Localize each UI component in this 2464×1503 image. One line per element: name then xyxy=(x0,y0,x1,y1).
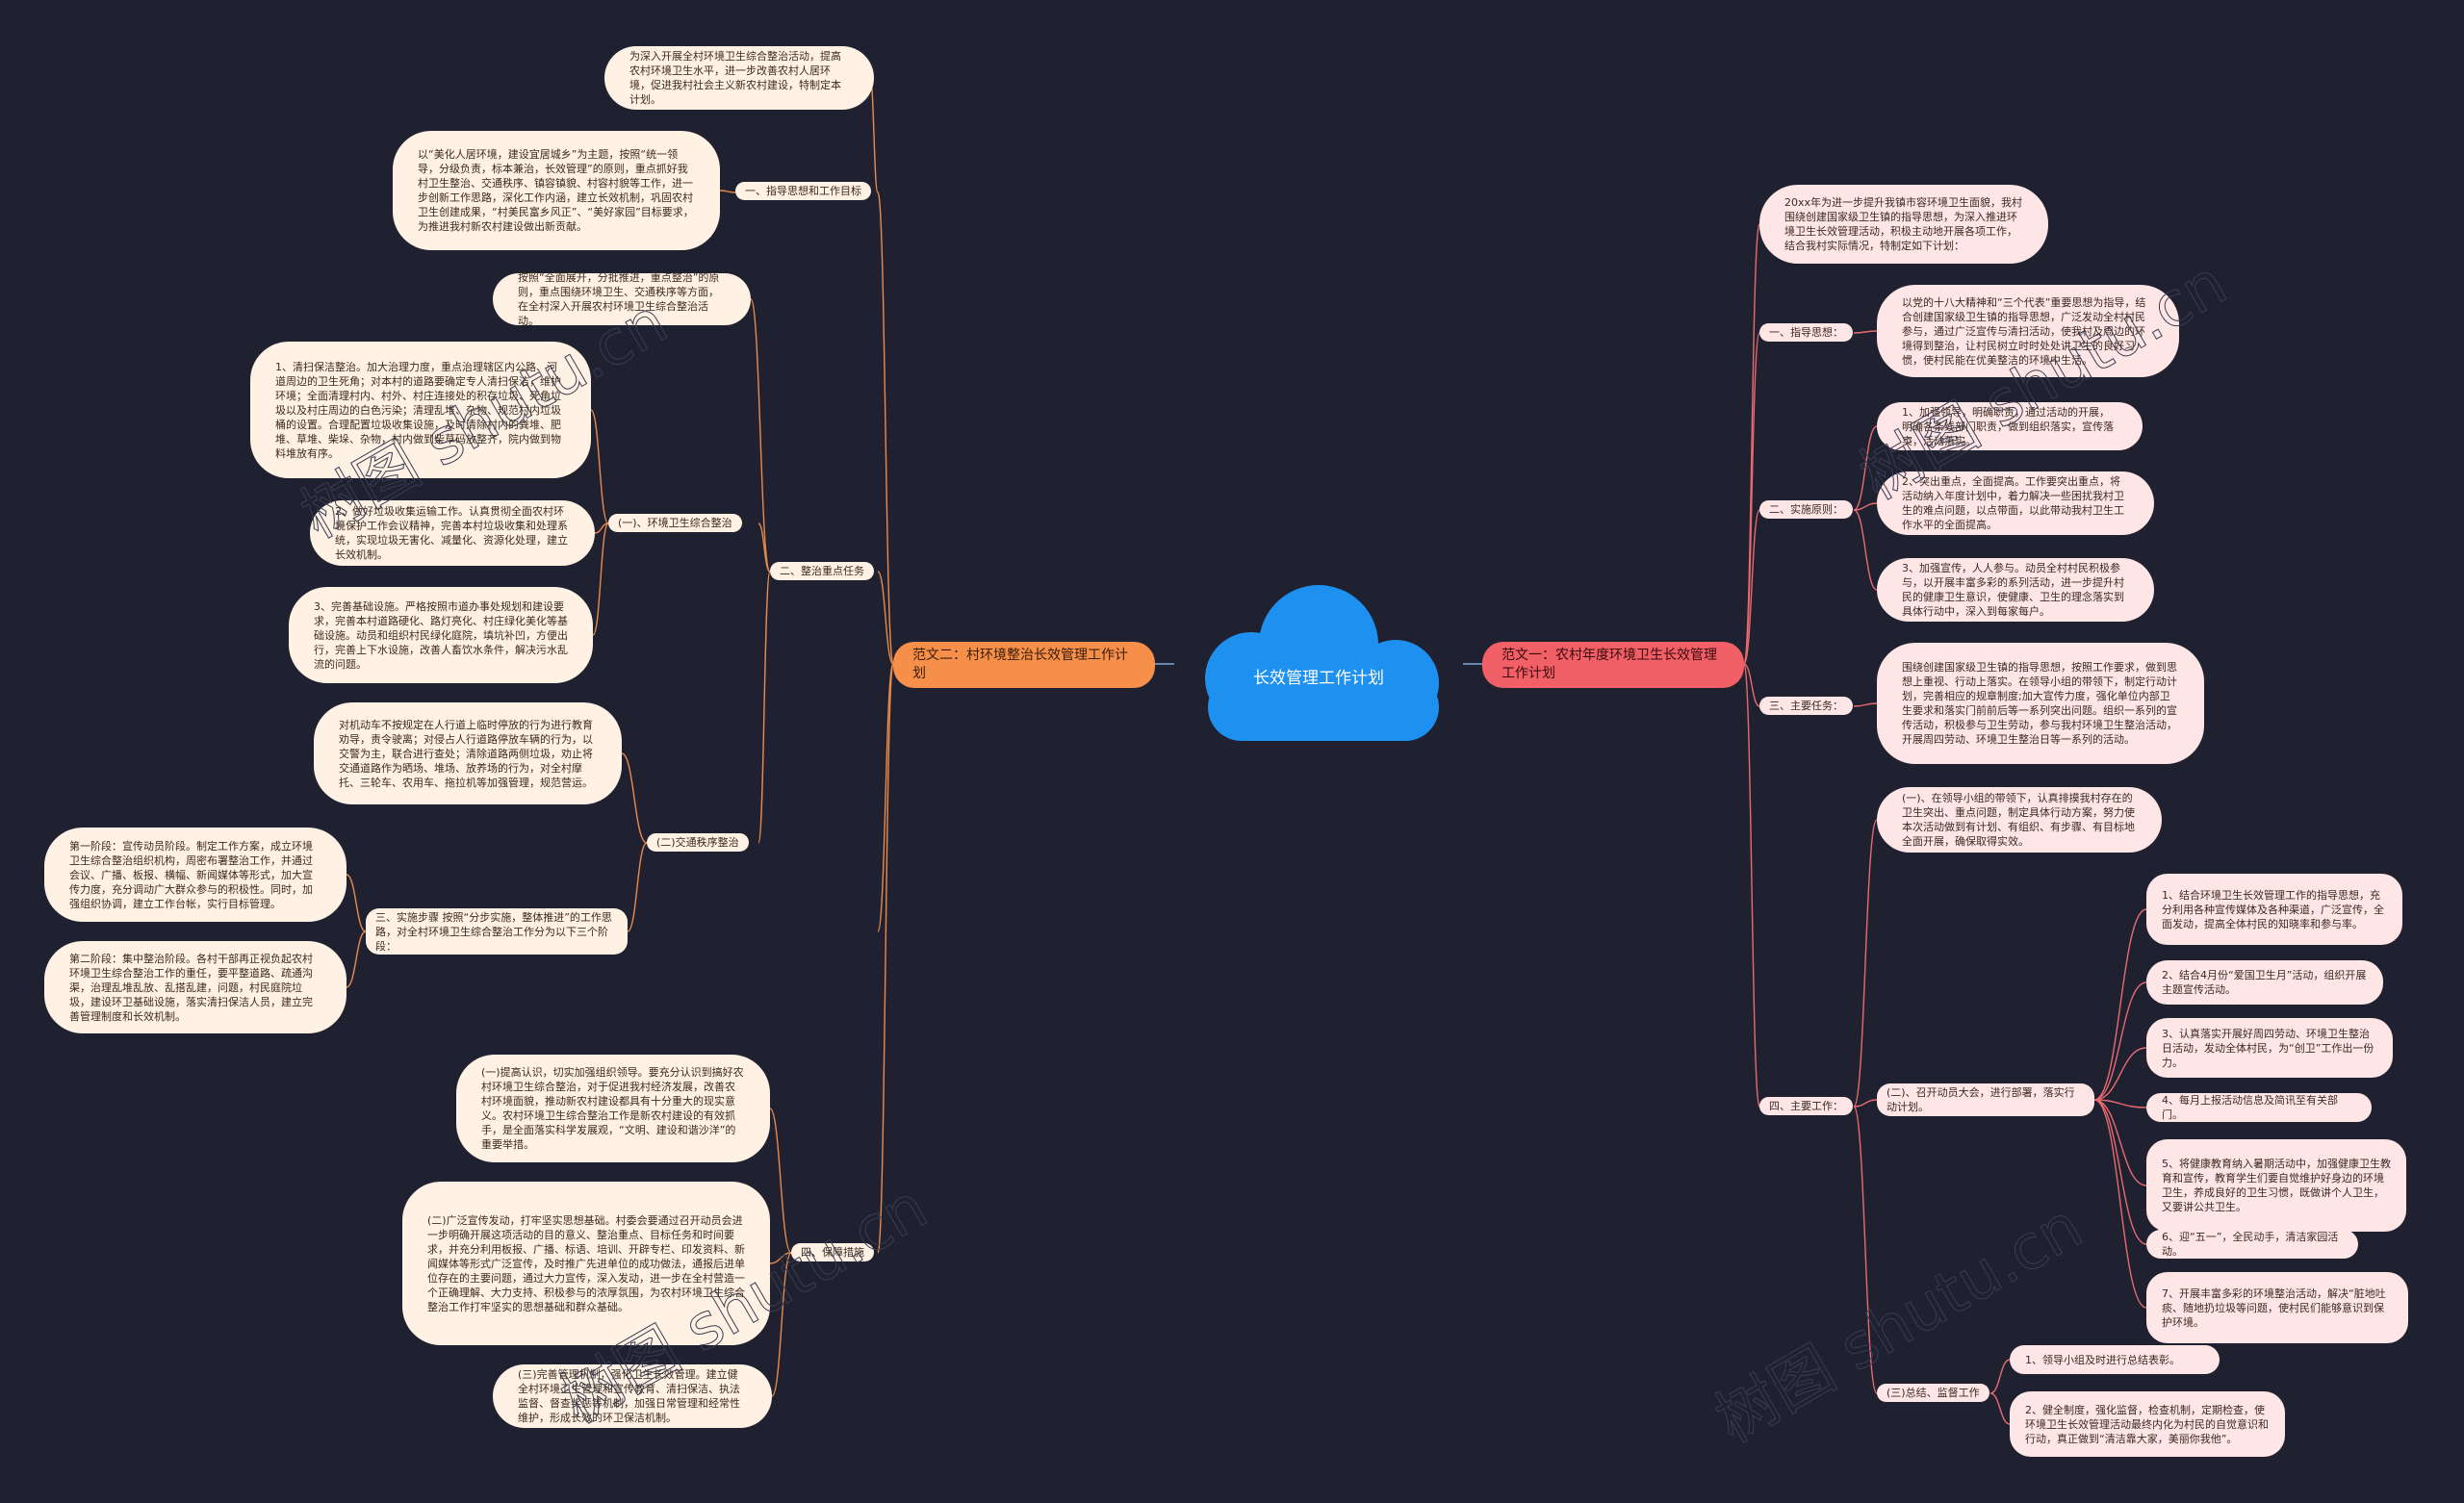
leaf-text[interactable]: 为深入开展全村环境卫生综合整治活动，提高农村环境卫生水平，进一步改善农村人居环境… xyxy=(604,46,874,110)
connector-line xyxy=(592,522,609,636)
connector-line xyxy=(2093,1099,2147,1186)
right-branch-work[interactable]: 四、主要工作： xyxy=(1759,1097,1853,1115)
connector-line xyxy=(1853,1099,1878,1108)
leaf-text[interactable]: 以“美化人居环境，建设宜居城乡”为主题，按照“统一领导，分级负责，标本兼治，长效… xyxy=(393,131,720,250)
leaf-text[interactable]: 按照“全面展开，分批推进，重点整治”的原则，重点围绕环境卫生、交通秩序等方面，在… xyxy=(493,271,751,327)
connector-line xyxy=(1853,425,1878,511)
left-main-topic[interactable]: 范文二：村环境整治长效管理工作计划 xyxy=(893,642,1155,688)
connector-line xyxy=(719,190,736,193)
connector-line xyxy=(346,930,367,988)
leaf-text[interactable]: 2、做好垃圾收集运输工作。认真贯彻全面农村环境保护工作会议精神，完善本村垃圾收集… xyxy=(310,500,595,566)
leaf-text[interactable]: 1、加强领导，明确职责，通过活动的开展，明确各条线部门职责，做到组织落实，宣传落… xyxy=(1877,402,2143,450)
sub-branch-env-sanitation[interactable]: (一)、环境卫生综合整治 xyxy=(608,514,742,532)
left-branch-guiding-goals[interactable]: 一、指导思想和工作目标 xyxy=(735,182,871,200)
connector-line xyxy=(877,571,894,665)
connector-line xyxy=(627,842,648,932)
leaf-text[interactable]: 第一阶段：宣传动员阶段。制定工作方案，成立环境卫生综合整治组织机构，周密布署整治… xyxy=(44,828,346,922)
leaf-text[interactable]: 3、完善基础设施。严格按照市道办事处规划和建设要求，完善本村道路硬化、路灯亮化、… xyxy=(289,587,593,683)
connector-line xyxy=(869,77,879,193)
summary-item[interactable]: 1、领导小组及时进行总结表彰。 xyxy=(2010,1345,2220,1374)
leaf-text[interactable]: 围绕创建国家级卫生镇的指导思想，按照工作要求，做到思想上重视、行动上落实。在领导… xyxy=(1877,643,2204,764)
left-branch-key-tasks[interactable]: 二、整治重点任务 xyxy=(770,562,874,580)
center-topic[interactable]: 长效管理工作计划 xyxy=(1253,669,1384,688)
sub-branch-summary[interactable]: (三)总结、监督工作 xyxy=(1877,1384,1989,1402)
center-cloud-icon xyxy=(1205,585,1439,741)
leaf-text[interactable]: 3、加强宣传，人人参与。动员全村村民积极参与，以开展丰富多彩的系列活动，进一步提… xyxy=(1877,558,2154,622)
leaf-text[interactable]: (一)提高认识，切实加强组织领导。要充分认识到搞好农村环境卫生综合整治，对于促进… xyxy=(456,1055,770,1162)
connector-line xyxy=(594,522,609,534)
connector-line xyxy=(2093,1099,2147,1108)
connector-line xyxy=(1743,663,1760,707)
connector-line xyxy=(2093,908,2147,1101)
right-main-topic[interactable]: 范文一：农村年度环境卫生长效管理工作计划 xyxy=(1482,642,1744,688)
leaf-text[interactable]: (一)、在领导小组的带领下，认真排摸我村存在的卫生突出、重点问题，制定具体行动方… xyxy=(1877,787,2162,853)
mobilization-item[interactable]: 5、将健康教育纳入暑期活动中，加强健康卫生教育和宣传，教育学生们要自觉维护好身边… xyxy=(2146,1139,2406,1232)
connector-line xyxy=(750,298,771,573)
connector-line xyxy=(1853,1106,1878,1394)
connector-line xyxy=(1743,663,1760,1108)
summary-item[interactable]: 2、健全制度，强化监督，检查机制，定期检查，使环境卫生长效管理活动最终内化为村民… xyxy=(2010,1391,2285,1457)
connector-line xyxy=(877,663,894,1254)
mobilization-item[interactable]: 1、结合环境卫生长效管理工作的指导思想，充分利用各种宣传媒体及各种渠道，广泛宣传… xyxy=(2146,874,2402,945)
leaf-text[interactable]: 以党的十八大精神和“三个代表”重要思想为指导，结合创建国家级卫生镇的指导思想，广… xyxy=(1877,285,2179,377)
leaf-text[interactable]: 1、清扫保洁整治。加大治理力度，重点治理辖区内公路、河道周边的卫生死角；对本村的… xyxy=(250,342,591,478)
leaf-text[interactable]: (三)完善管理机制，强化卫生长效管理。建立健全村环境卫生管理和宣传教育、清扫保洁… xyxy=(493,1364,772,1428)
connector-line xyxy=(1853,702,1878,707)
right-branch-tasks[interactable]: 三、主要任务： xyxy=(1759,697,1853,715)
mobilization-item[interactable]: 4、每月上报活动信息及简讯至有关部门。 xyxy=(2146,1093,2372,1122)
connector-line xyxy=(2093,1099,2147,1309)
right-branch-guiding[interactable]: 一、指导思想： xyxy=(1759,323,1853,342)
leaf-text[interactable]: 20xx年为进一步提升我镇市容环境卫生面貌，我村围绕创建国家级卫生镇的指导思想，… xyxy=(1759,185,2048,264)
connector-line xyxy=(1743,332,1760,665)
connector-line xyxy=(1853,509,1878,591)
left-branch-steps[interactable]: 三、实施步骤 按照“分步实施，整体推进”的工作思路，对全村环境卫生综合整治工作分… xyxy=(366,908,628,955)
connector-line xyxy=(346,874,367,932)
right-branch-principles[interactable]: 二、实施原则： xyxy=(1759,500,1853,519)
connector-line xyxy=(769,1252,792,1264)
connector-line xyxy=(1853,330,1878,334)
connector-line xyxy=(877,191,894,665)
connector-line xyxy=(771,1252,792,1397)
leaf-text[interactable]: (二)广泛宣传发动，打牢坚实思想基础。村委会要通过召开动员会进一步明确开展这项活… xyxy=(402,1182,770,1345)
left-branch-safeguards[interactable]: 四、保障措施 xyxy=(791,1243,874,1261)
mobilization-item[interactable]: 2、结合4月份“爱国卫生月”活动，组织开展主题宣传活动。 xyxy=(2146,960,2383,1005)
connector-line xyxy=(2093,1047,2147,1101)
connector-line xyxy=(1989,1392,2011,1425)
connector-line xyxy=(621,752,648,844)
connector-line xyxy=(877,663,894,932)
connector-line xyxy=(1989,1359,2011,1394)
mobilization-item[interactable]: 6、迎“五一”，全民动手，清洁家园活动。 xyxy=(2146,1230,2358,1259)
connector-line xyxy=(769,1108,792,1254)
connector-line xyxy=(2093,981,2147,1101)
mobilization-item[interactable]: 7、开展丰富多彩的环境整治活动，解决“脏地吐痰、随地扔垃圾等问题，使村民们能够意… xyxy=(2146,1272,2408,1343)
connector-line xyxy=(2093,1099,2147,1245)
connector-line xyxy=(757,522,771,573)
connector-line xyxy=(757,571,771,844)
sub-branch-mobilization[interactable]: (二)、召开动员大会，进行部署，落实行动计划。 xyxy=(1877,1083,2094,1116)
leaf-text[interactable]: 对机动车不按规定在人行道上临时停放的行为进行教育劝导，责令驶离；对侵占人行道路停… xyxy=(314,702,622,804)
connector-line xyxy=(1853,502,1878,511)
leaf-text[interactable]: 2、突出重点，全面提高。工作要突出重点，将活动纳入年度计划中，着力解决一些困扰我… xyxy=(1877,471,2154,535)
connector-line xyxy=(1743,509,1760,665)
connector-line xyxy=(1853,819,1878,1108)
connector-line xyxy=(590,409,609,524)
mobilization-item[interactable]: 3、认真落实开展好周四劳动、环境卫生整治日活动，发动全体村民，为“创卫”工作出一… xyxy=(2146,1018,2393,1078)
sub-branch-traffic[interactable]: (二)交通秩序整治 xyxy=(647,833,749,852)
leaf-text[interactable]: 第二阶段：集中整治阶段。各村干部再正视负起农村环境卫生综合整治工作的重任，要平整… xyxy=(44,941,346,1033)
